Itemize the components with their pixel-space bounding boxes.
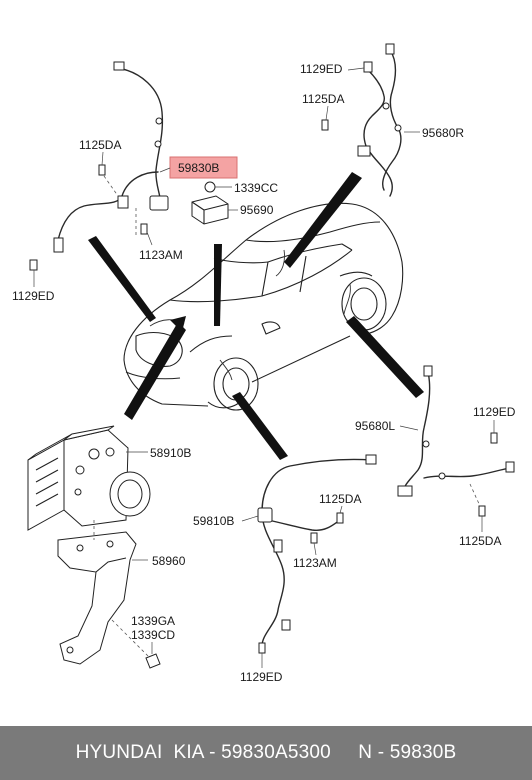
front-right-wheel-sensor-cable <box>397 365 515 497</box>
callout-1129ED-right: 1129ED <box>473 405 516 419</box>
callout-1125DA-mid: 1125DA <box>319 492 361 506</box>
callout-1123AM-bottom: 1123AM <box>293 556 337 570</box>
callout-labels: 1129ED 1125DA 95680R 1125DA 59830B 1339C… <box>12 62 516 684</box>
callout-1129ED-top: 1129ED <box>300 62 343 76</box>
bolt-1339GA <box>145 642 161 669</box>
car-body-outline <box>123 202 404 411</box>
callout-1339CC: 1339CC <box>234 181 278 195</box>
bolt-1123AM-bottom <box>310 532 318 556</box>
rear-left-wheel-sensor-cable <box>53 61 169 253</box>
abs-bracket <box>57 520 149 665</box>
abs-sensor-parts-diagram: 1129ED 1125DA 95680R 1125DA 59830B 1339C… <box>12 43 516 684</box>
callout-1125DA-right: 1125DA <box>459 534 501 548</box>
nut-1339CC <box>204 181 232 193</box>
footer-caption: HYUNDAI KIA - 59830A5300 N - 59830B <box>75 742 457 763</box>
bolt-1129ED-right <box>490 420 498 444</box>
bolt-1123AM-top <box>140 223 153 246</box>
rear-right-wheel-sensor-cable <box>347 43 420 197</box>
bolt-1129ED-left <box>29 259 38 287</box>
callout-1125DA-left: 1125DA <box>79 138 121 152</box>
callout-58910B: 58910B <box>150 446 191 460</box>
bolt-1125DA-top-right <box>321 105 329 131</box>
callout-59810B: 59810B <box>193 514 234 528</box>
bolt-1125DA-top-left <box>98 151 106 176</box>
front-left-wheel-sensor-cable <box>241 454 377 647</box>
bolt-1129ED-bottom <box>258 642 266 668</box>
callout-95680L: 95680L <box>355 419 395 433</box>
callout-1125DA-top: 1125DA <box>302 92 344 106</box>
bolt-1125DA-right <box>469 483 486 532</box>
module-95690 <box>191 195 238 225</box>
callout-95680R: 95680R <box>422 126 464 140</box>
pointer-wedges <box>88 172 424 460</box>
callout-1339GA: 1339GA <box>131 614 175 628</box>
callout-1339CD: 1339CD <box>131 628 175 642</box>
callout-58960: 58960 <box>152 554 186 568</box>
callout-95690: 95690 <box>240 203 274 217</box>
callout-1129ED-left: 1129ED <box>12 289 55 303</box>
callout-59830B: 59830B <box>178 161 219 175</box>
abs-hydraulic-unit <box>27 425 151 531</box>
footer-caption-bar: HYUNDAI KIA - 59830A5300 N - 59830B <box>0 726 532 780</box>
highlight-box-59830B <box>169 156 238 179</box>
callout-1123AM-top: 1123AM <box>139 248 183 262</box>
callout-1129ED-bottom: 1129ED <box>240 670 283 684</box>
bolt-1125DA-mid <box>336 505 344 524</box>
